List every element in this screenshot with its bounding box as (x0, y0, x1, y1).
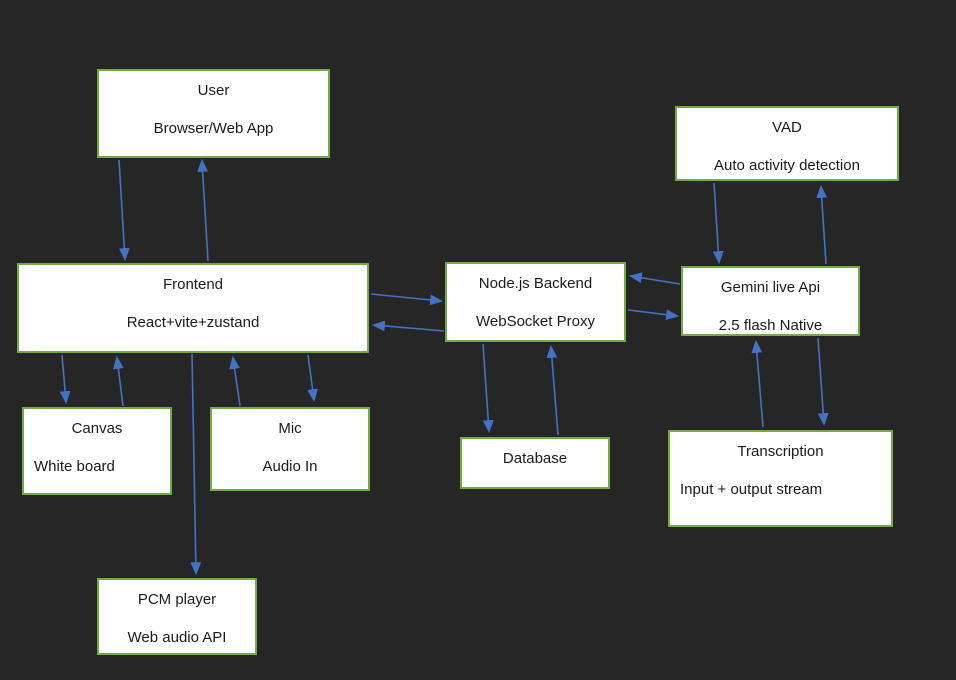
arrow-transcription-to-gemini (751, 339, 764, 428)
arrow-frontend-to-canvas (59, 354, 71, 405)
arrow-user-to-frontend (118, 159, 130, 262)
node-database[interactable]: Database (460, 437, 610, 489)
arrow-mic-to-frontend (229, 355, 241, 407)
arrow-vad-to-gemini (712, 182, 724, 265)
arrow-frontend-to-node-backend (370, 293, 444, 306)
arrow-node-backend-to-gemini (627, 309, 680, 321)
node-frontend-subtitle: React+vite+zustand (126, 314, 260, 331)
node-gemini[interactable]: Gemini live Api 2.5 flash Native (681, 266, 860, 336)
arrow-node-backend-to-frontend (371, 320, 445, 332)
node-gemini-title: Gemini live Api (720, 279, 821, 296)
arrow-gemini-to-transcription (817, 337, 829, 427)
node-canvas-subtitle: White board (34, 458, 115, 475)
arrow-frontend-to-pcm (190, 353, 202, 576)
node-frontend-title: Frontend (162, 276, 224, 293)
node-transcription-subtitle: Input + output stream (680, 481, 823, 498)
node-mic-subtitle: Audio In (262, 458, 318, 475)
node-vad-title: VAD (772, 119, 802, 136)
node-canvas-title: Canvas (71, 420, 123, 437)
arrow-gemini-to-vad (816, 184, 828, 265)
node-user-subtitle: Browser/Web App (153, 120, 274, 137)
node-gemini-subtitle: 2.5 flash Native (718, 317, 823, 334)
arrow-database-to-node-backend (546, 344, 559, 436)
node-mic-title: Mic (278, 420, 302, 437)
node-vad-subtitle: Auto activity detection (714, 157, 860, 174)
node-user-title: User (197, 82, 230, 99)
node-node-backend-title: Node.js Backend (478, 275, 593, 292)
arrow-frontend-to-mic (307, 354, 318, 403)
node-pcm-title: PCM player (137, 591, 217, 608)
node-vad[interactable]: VAD Auto activity detection (675, 106, 899, 181)
node-node-backend-subtitle: WebSocket Proxy (476, 313, 595, 330)
arrow-gemini-to-node-backend (628, 272, 681, 285)
arrow-canvas-to-frontend (112, 355, 124, 407)
arrow-node-backend-to-database (482, 343, 494, 434)
node-database-title: Database (502, 450, 568, 467)
arrow-frontend-to-user (197, 158, 209, 262)
node-transcription-title: Transcription (737, 443, 824, 460)
node-pcm-subtitle: Web audio API (127, 629, 227, 646)
